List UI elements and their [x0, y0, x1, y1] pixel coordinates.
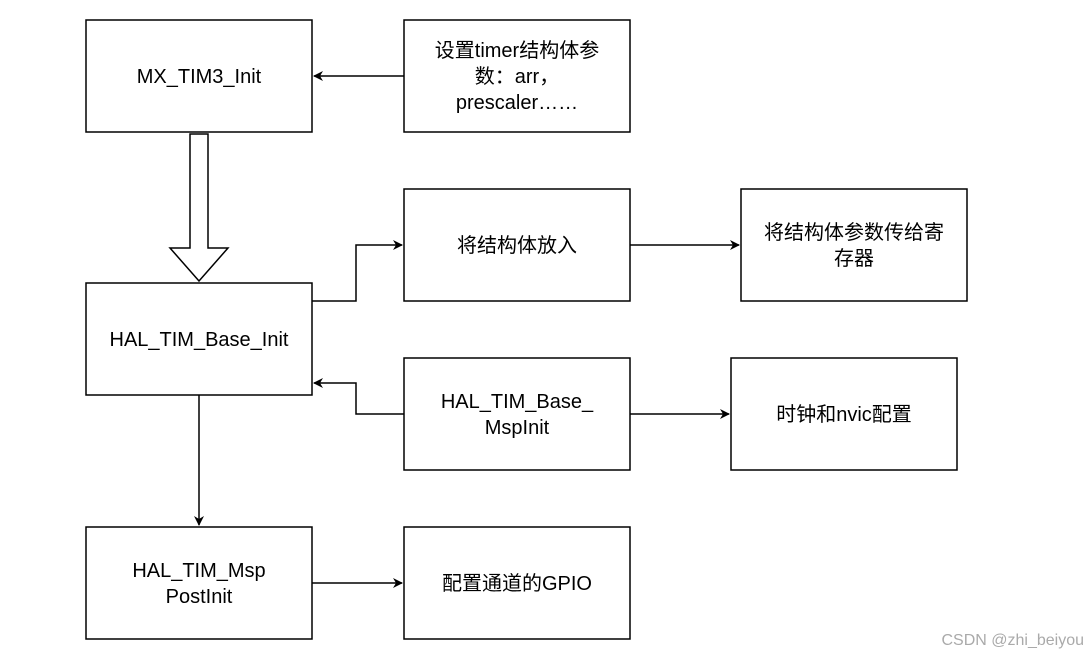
node-mx-tim3-init: MX_TIM3_Init	[85, 19, 313, 133]
watermark: CSDN @zhi_beiyou	[941, 632, 1084, 649]
node-pass-to-register: 将结构体参数传给寄存器	[740, 188, 968, 302]
node-hal-tim-base-init-label: HAL_TIM_Base_Init	[110, 329, 289, 351]
node-hal-tim-base-init: HAL_TIM_Base_Init	[85, 282, 313, 396]
node-label-line: 配置通道的GPIO	[442, 572, 592, 595]
node-label-line: MX_TIM3_Init	[137, 66, 262, 88]
node-mx-tim3-init-label: MX_TIM3_Init	[137, 66, 262, 88]
node-clock-nvic: 时钟和nvic配置	[730, 357, 958, 471]
node-hal-tim-base-mspinit-label: HAL_TIM_Base_ MspInit	[441, 391, 594, 439]
node-gpio-config: 配置通道的GPIO	[403, 526, 631, 640]
node-hal-tim-base-mspinit: HAL_TIM_Base_ MspInit	[403, 357, 631, 471]
node-label-line: PostInit	[166, 586, 233, 608]
edge-base-init-to-put-struct	[312, 240, 403, 302]
node-put-struct: 将结构体放入	[403, 188, 631, 302]
edge-mspinit-to-base-init	[313, 378, 404, 415]
node-label-line: prescaler……	[456, 92, 578, 114]
node-label-line: 存器	[834, 247, 874, 270]
node-label-line: 时钟和nvic配置	[776, 403, 912, 426]
node-label-line: 将结构体参数传给寄	[764, 221, 944, 244]
node-put-struct-label: 将结构体放入	[457, 234, 577, 257]
node-gpio-config-label: 配置通道的GPIO	[442, 572, 592, 595]
node-label-line: HAL_TIM_Base_Init	[110, 329, 289, 351]
node-set-params-label: 设置timer结构体参数：arr， prescaler……	[435, 39, 599, 114]
node-label-line: HAL_TIM_Base_	[441, 391, 594, 413]
node-set-params: 设置timer结构体参数：arr， prescaler……	[403, 19, 631, 133]
node-label-line: 数：arr，	[475, 65, 559, 88]
node-label-line: HAL_TIM_Msp	[132, 560, 265, 582]
node-label-line: MspInit	[485, 417, 550, 439]
node-pass-to-register-label: 将结构体参数传给寄存器	[764, 221, 944, 270]
node-clock-nvic-label: 时钟和nvic配置	[776, 403, 912, 426]
edge-hollow-arrow-mx-to-base-init	[168, 133, 230, 283]
node-label-line: 设置timer结构体参	[435, 39, 599, 62]
node-label-line: 将结构体放入	[457, 234, 577, 257]
